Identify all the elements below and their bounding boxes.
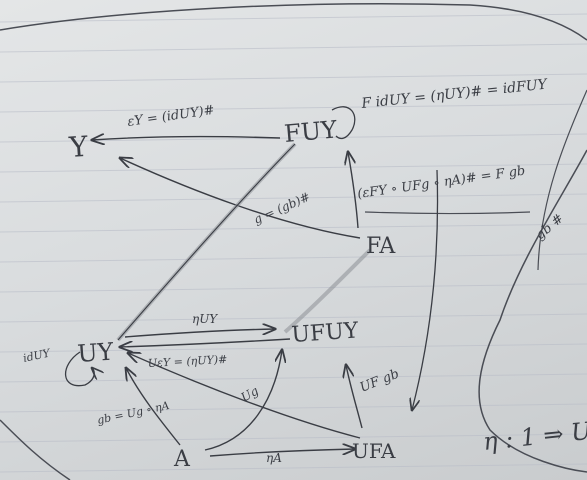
arrow-ufa-to-uy	[128, 353, 361, 439]
node-fa: FA	[366, 234, 396, 259]
border-stroke-bottom	[0, 419, 71, 480]
arrow-ufa-to-ufuy	[346, 365, 363, 429]
arrow-uy-to-fuy	[116, 142, 297, 342]
border-stroke-right	[478, 149, 587, 473]
arrow-fg-down	[412, 169, 439, 410]
label-ufgb: UF gb	[358, 367, 401, 396]
label-eta-uy: ηUY	[192, 312, 218, 326]
label-ug: Ug	[239, 383, 262, 404]
label-eta-a: ηA	[266, 451, 282, 465]
label-epsilon: εY = (idUY)#	[126, 103, 215, 130]
bottom-right-note: η : 1 ⇒ UF	[482, 415, 587, 456]
arrow-epsilon	[92, 137, 281, 140]
arrow-a-to-uy	[126, 368, 181, 446]
node-ufa: UFA	[352, 439, 396, 463]
border-stroke	[0, 2, 587, 41]
arrow-uy-to-fuy-line	[117, 143, 296, 341]
node-ufuy: UFUY	[291, 318, 360, 348]
node-a: A	[173, 447, 191, 472]
arrow-eta-uy	[124, 329, 275, 338]
arrow-eta-a	[209, 449, 355, 457]
label-ueps: UεY = (ηUY)#	[147, 353, 227, 370]
arrow-fa-to-y	[120, 158, 361, 239]
arrow-ufuy-to-fa	[283, 248, 372, 334]
divider-line	[364, 211, 531, 215]
loop-id	[64, 351, 95, 387]
right-curve	[537, 89, 587, 271]
label-fidentity: F idUY = (ηUY)# = idFUY	[360, 76, 550, 112]
node-uy: UY	[76, 337, 115, 368]
label-gflat: gb = Ug ∘ ηA	[96, 399, 171, 427]
node-fuy: FUY	[283, 115, 339, 148]
node-y: Y	[67, 130, 89, 164]
loop-fuy	[331, 106, 356, 140]
arrow-ug	[204, 350, 282, 451]
label-id-loop: idUY	[22, 346, 53, 365]
label-fg-flat: (εFY ∘ UFg ∘ ηA)# = F gb	[356, 164, 526, 202]
label-g-sharp: g = (gb)#	[252, 189, 313, 226]
arrow-ueps	[120, 338, 291, 347]
arrow-fa-to-fuy	[348, 152, 359, 229]
